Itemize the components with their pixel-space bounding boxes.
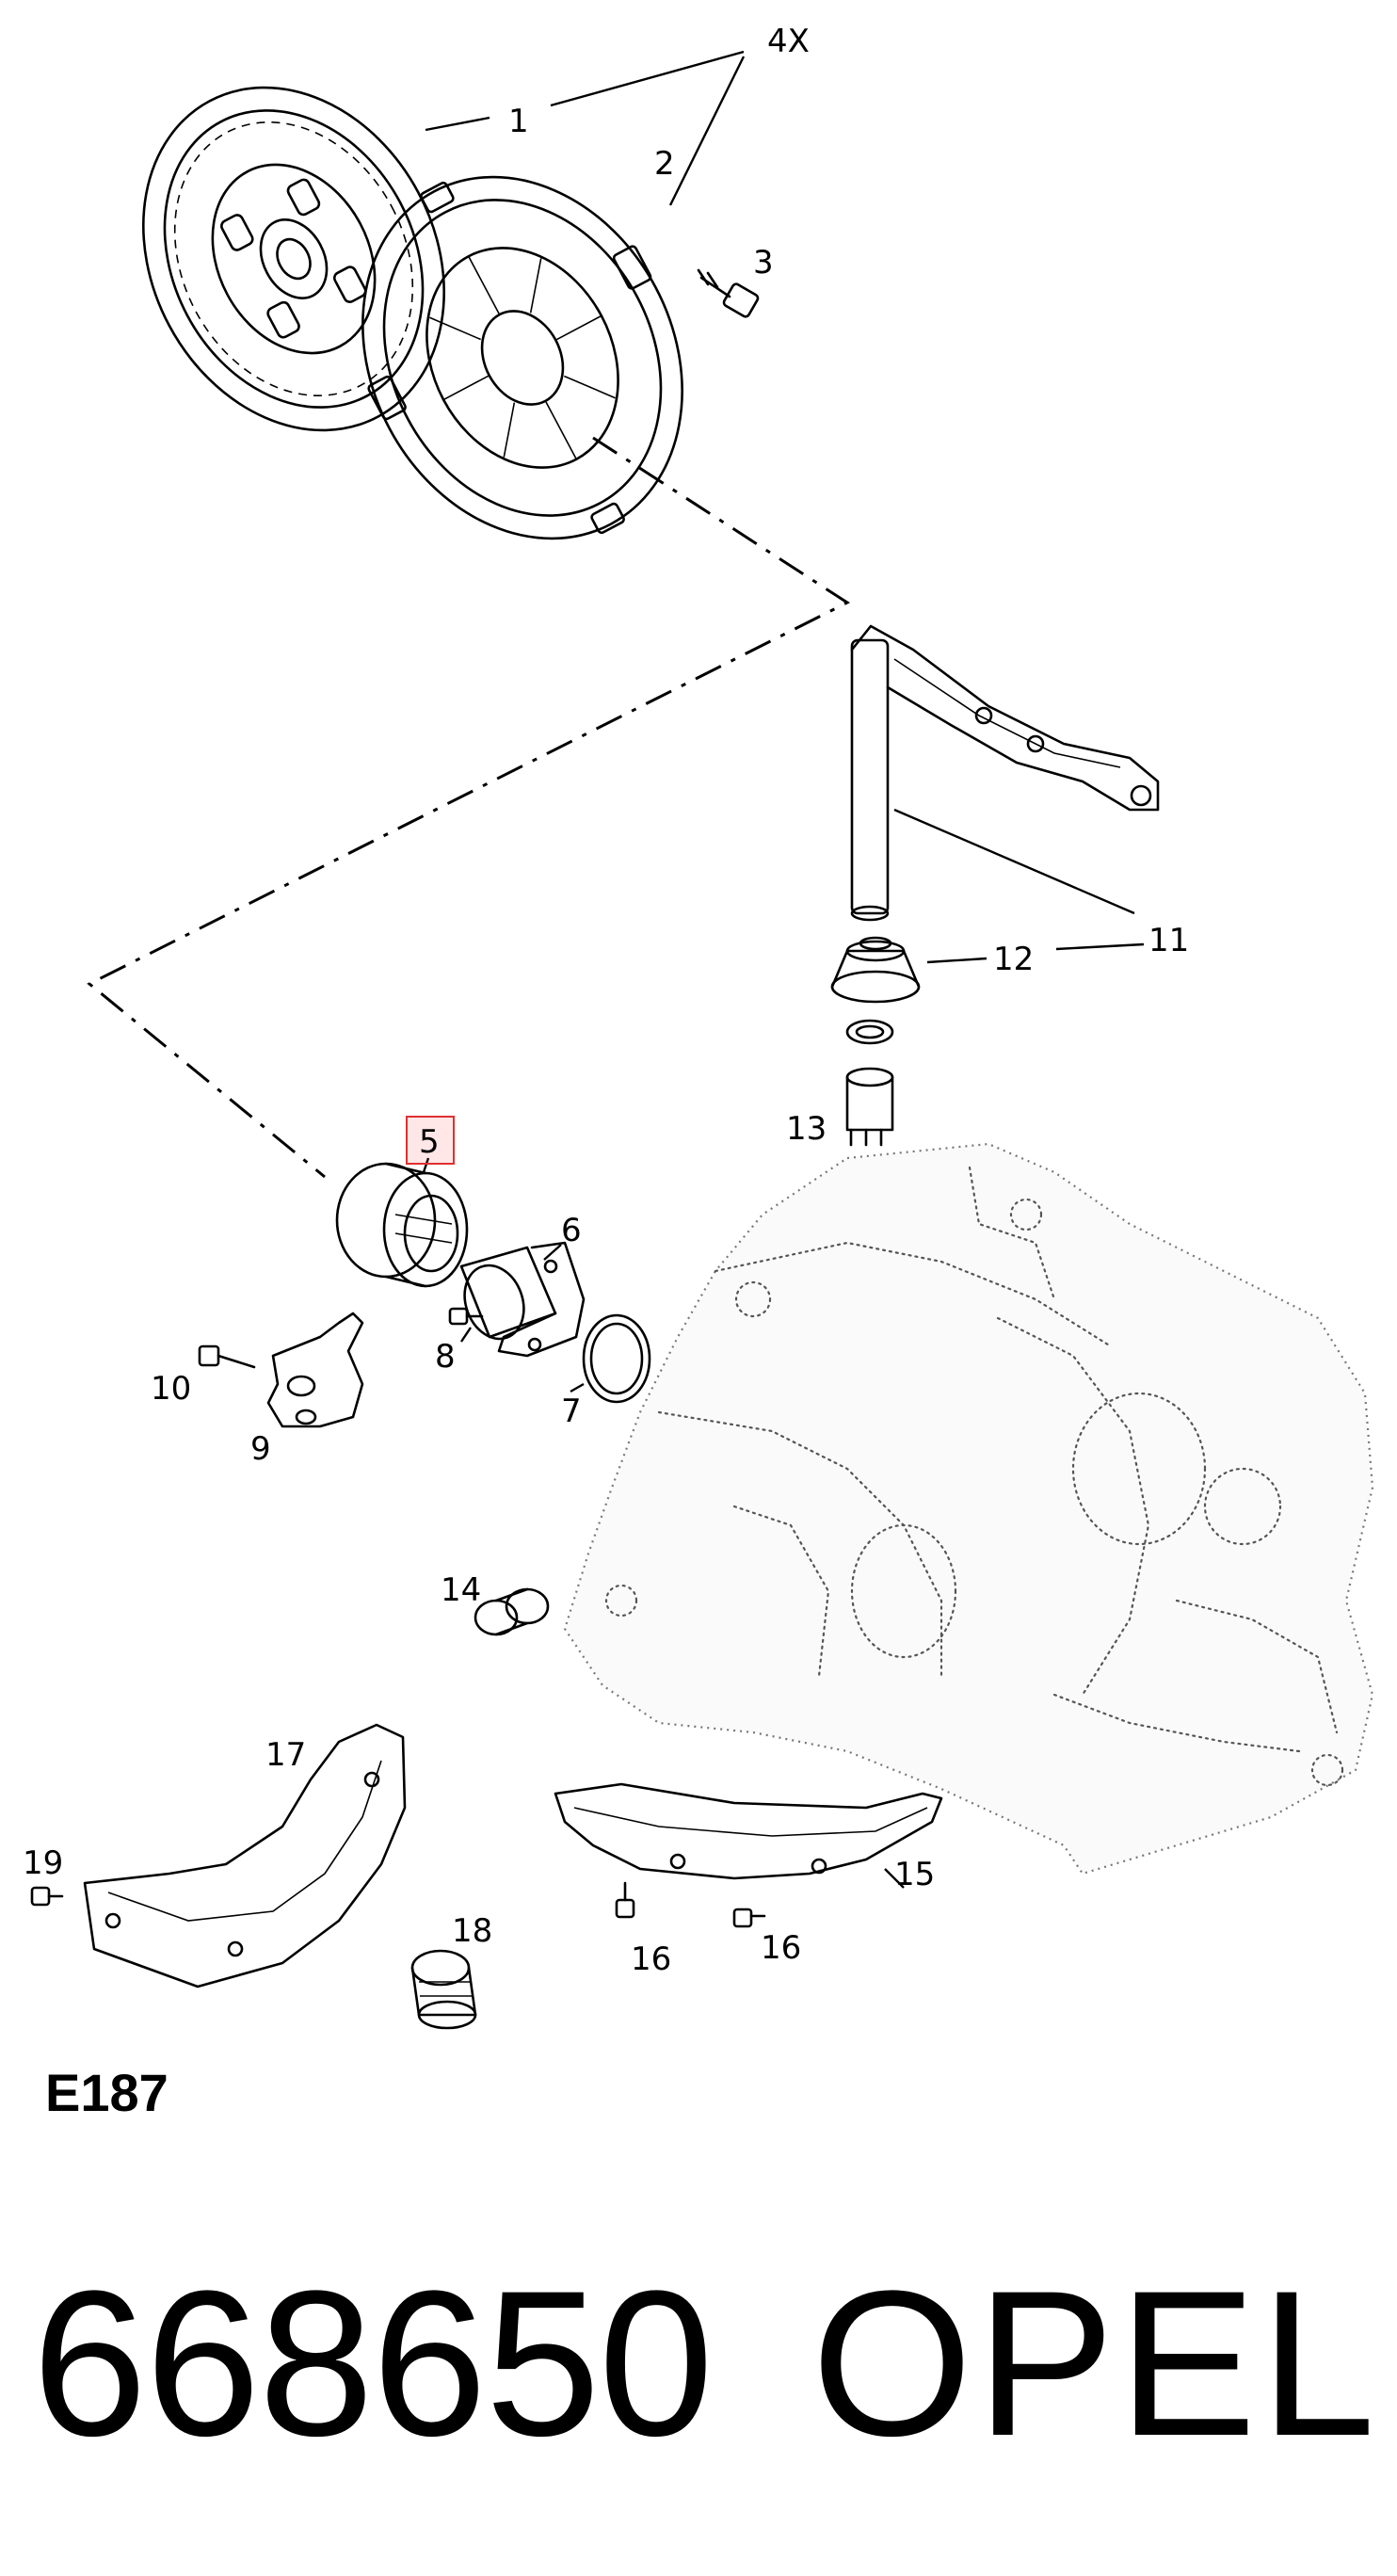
callout-6: 6 xyxy=(561,1212,582,1249)
callout-16-right: 16 xyxy=(761,1929,801,1967)
callout-18: 18 xyxy=(452,1912,492,1950)
clutch-bolt xyxy=(697,268,760,318)
center-axis-line xyxy=(87,436,851,1179)
flywheel-shield xyxy=(83,1723,407,1988)
o-ring xyxy=(582,1313,651,1404)
shield-bolt xyxy=(30,1886,64,1907)
leader-lines xyxy=(422,50,1145,1889)
callout-3: 3 xyxy=(753,244,774,282)
callouts: 4X 1 2 3 5 6 7 8 9 10 11 12 13 14 15 16 … xyxy=(23,23,1189,1978)
callout-14: 14 xyxy=(441,1571,481,1609)
callout-7: 7 xyxy=(561,1393,582,1430)
shaft-bushing xyxy=(845,1067,894,1147)
cover-plate xyxy=(554,1782,943,1880)
cover-bolt-1 xyxy=(615,1881,635,1919)
callout-19: 19 xyxy=(23,1844,63,1882)
callout-15: 15 xyxy=(894,1856,935,1893)
diagram-code: E187 xyxy=(45,2063,169,2122)
callout-11: 11 xyxy=(1148,922,1189,959)
release-fork xyxy=(266,1312,364,1428)
brand-name: OPEL xyxy=(811,2247,1379,2479)
cover-bolt-2 xyxy=(732,1908,766,1928)
damper xyxy=(410,1949,477,2030)
release-fork-shaft xyxy=(850,624,1160,922)
callout-1: 1 xyxy=(508,103,529,140)
callout-5: 5 xyxy=(419,1123,440,1161)
bushing xyxy=(474,1587,550,1636)
callout-10: 10 xyxy=(151,1370,191,1408)
shaft-boot xyxy=(830,936,921,1004)
guide-tube-bolt xyxy=(448,1307,484,1326)
callout-16-left: 16 xyxy=(631,1940,671,1978)
clutch-disc xyxy=(142,86,445,432)
callout-quantity: 4X xyxy=(767,23,810,60)
callout-9: 9 xyxy=(250,1430,271,1468)
shaft-seal-ring xyxy=(845,1019,894,1045)
release-bearing xyxy=(335,1162,469,1288)
callout-17: 17 xyxy=(265,1736,306,1774)
part-number: 668650 xyxy=(32,2247,714,2479)
callout-2: 2 xyxy=(654,145,675,183)
callout-13: 13 xyxy=(786,1110,827,1148)
fork-bolt xyxy=(198,1344,256,1369)
callout-8: 8 xyxy=(435,1338,456,1376)
pressure-plate xyxy=(361,175,683,540)
callout-12: 12 xyxy=(993,941,1034,978)
transmission-housing-outline xyxy=(563,1142,1374,1876)
guide-tube xyxy=(459,1241,586,1358)
callout-5-highlight xyxy=(406,1116,455,1165)
